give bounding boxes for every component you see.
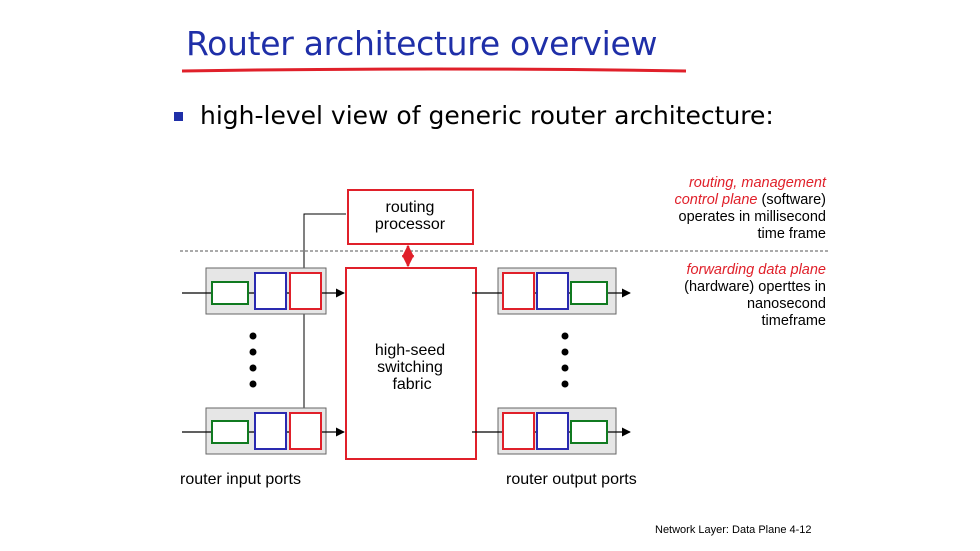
queue-slot bbox=[570, 281, 608, 305]
queue-slot bbox=[289, 272, 322, 310]
routing-processor-label-line1: routing bbox=[386, 199, 435, 216]
control-connector bbox=[300, 213, 346, 421]
control-plane-note-line4: time frame bbox=[757, 226, 827, 242]
control-plane-term: control plane bbox=[674, 192, 758, 208]
control-plane-software: (software) bbox=[757, 192, 826, 208]
slide-title: Router architecture overview bbox=[186, 24, 658, 63]
switching-fabric-box bbox=[345, 267, 477, 460]
queue-slot bbox=[211, 420, 249, 444]
data-plane-note-line2: (hardware) operttes in bbox=[684, 279, 826, 295]
output-ports-ellipsis bbox=[561, 332, 569, 388]
data-plane-note-line1: forwarding data plane bbox=[686, 262, 826, 278]
queue-slot bbox=[502, 272, 535, 310]
input-ports-caption: router input ports bbox=[180, 471, 301, 488]
output-port-top bbox=[472, 267, 631, 315]
queue-slot bbox=[211, 281, 249, 305]
input-ports-ellipsis bbox=[249, 332, 257, 388]
output-ports-caption: router output ports bbox=[506, 471, 637, 488]
data-plane-note: forwarding data plane (hardware) opertte… bbox=[684, 262, 826, 330]
data-plane-note-line4: timeframe bbox=[761, 313, 826, 329]
input-port-bottom bbox=[182, 407, 345, 455]
control-plane-note-line1: routing, management bbox=[688, 175, 826, 191]
bullet-marker bbox=[174, 112, 183, 121]
routing-processor-box bbox=[347, 189, 474, 245]
queue-slot bbox=[254, 412, 287, 450]
data-plane-note-line3: nanosecond bbox=[746, 296, 826, 312]
control-plane-note-line3: operates in millisecond bbox=[678, 209, 827, 225]
queue-slot bbox=[502, 412, 535, 450]
bullet-text: high-level view of generic router archit… bbox=[200, 101, 774, 130]
slide-footer: Network Layer: Data Plane 4-12 bbox=[655, 524, 812, 536]
switching-fabric-label-line2: switching bbox=[377, 359, 443, 376]
queue-slot bbox=[289, 412, 322, 450]
output-port-bottom bbox=[472, 407, 631, 455]
queue-slot bbox=[536, 412, 569, 450]
title-underline bbox=[181, 67, 687, 73]
queue-slot bbox=[254, 272, 287, 310]
switching-fabric-label-line3: fabric bbox=[392, 376, 431, 393]
control-plane-note-line2: control plane (software) bbox=[674, 192, 826, 209]
control-plane-note: routing, management control plane (softw… bbox=[674, 175, 826, 243]
input-port-top bbox=[182, 267, 345, 315]
queue-slot bbox=[536, 272, 569, 310]
queue-slot bbox=[570, 420, 608, 444]
routing-processor-label-line2: processor bbox=[375, 216, 446, 233]
switching-fabric-label-line1: high-seed bbox=[375, 342, 445, 359]
